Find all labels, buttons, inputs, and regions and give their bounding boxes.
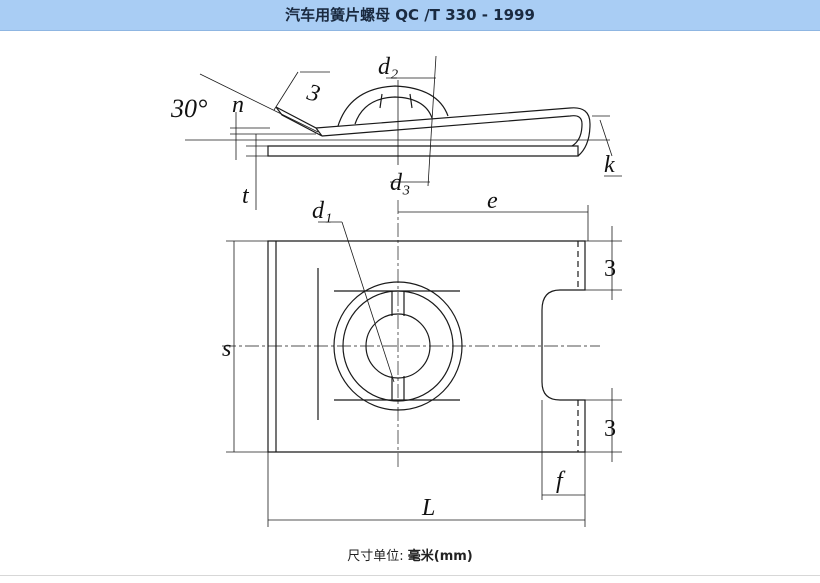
label-three-right-top: 3 bbox=[604, 256, 616, 282]
dome bbox=[337, 85, 449, 127]
label-d1: d₁ bbox=[312, 198, 332, 224]
unit-label: 尺寸单位: bbox=[347, 549, 404, 564]
spring-leaf bbox=[315, 107, 591, 157]
label-e: e bbox=[487, 188, 498, 214]
bottom-divider bbox=[0, 575, 820, 576]
label-s: s bbox=[222, 336, 231, 362]
unit-value: 毫米(mm) bbox=[407, 549, 473, 564]
technical-drawing: 30° n 3 d₂ d₃ t k d₁ e s 3 3 f L bbox=[170, 54, 622, 527]
label-k: k bbox=[604, 152, 615, 178]
label-three-top: 3 bbox=[303, 79, 322, 107]
title-bar bbox=[0, 0, 820, 31]
page-title: 汽车用簧片螺母 QC /T 330 - 1999 bbox=[285, 6, 535, 24]
label-L: L bbox=[421, 495, 435, 521]
base-plate-side bbox=[267, 145, 579, 157]
label-d3: d₃ bbox=[390, 170, 410, 196]
bent-lip bbox=[275, 106, 323, 137]
unit-line: 尺寸单位: 毫米(mm) bbox=[0, 545, 820, 567]
label-f: f bbox=[556, 468, 566, 494]
label-angle: 30° bbox=[170, 94, 207, 123]
label-t: t bbox=[242, 183, 250, 209]
label-d2: d₂ bbox=[378, 54, 398, 80]
plate-outline bbox=[267, 240, 586, 453]
label-three-right-bottom: 3 bbox=[604, 416, 616, 442]
label-n: n bbox=[232, 92, 244, 118]
